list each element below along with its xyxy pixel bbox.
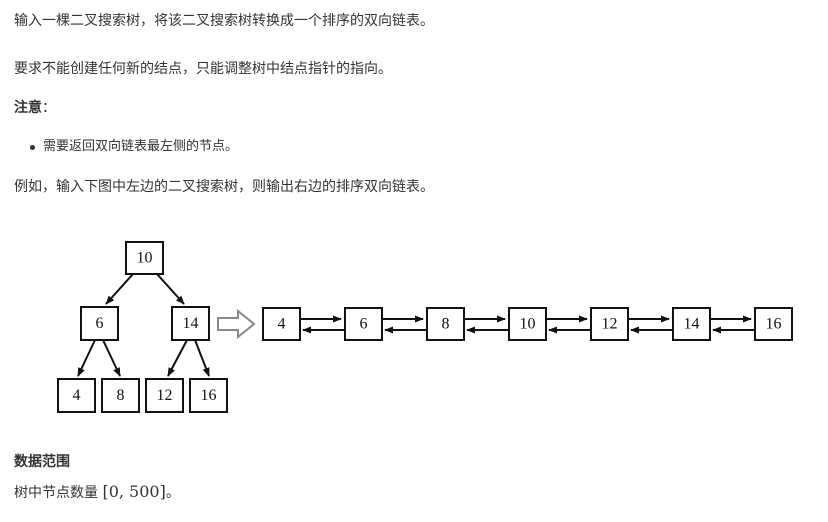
watermark: 知乎 @Ares xyxy=(678,478,803,502)
range-suffix: 。 xyxy=(165,485,180,501)
tree-edge xyxy=(167,339,188,377)
bst-to-list-figure: 10 6 14 4 8 12 16 xyxy=(57,241,793,413)
tree-node-right-left: 12 xyxy=(145,378,184,413)
tree-node-left-left: 4 xyxy=(57,378,96,413)
list-node-label: 10 xyxy=(520,316,536,333)
tree-edge xyxy=(102,339,121,377)
list-node-label: 4 xyxy=(278,316,286,333)
tree-node-label: 10 xyxy=(137,250,153,267)
list-node: 6 xyxy=(344,307,383,341)
note-item: 需要返回双向链表最左侧的节点。 xyxy=(43,139,239,154)
bullet-icon xyxy=(30,145,35,150)
tree-node-label: 8 xyxy=(117,387,125,404)
tree-edge xyxy=(105,273,134,305)
tree-node-label: 14 xyxy=(183,315,199,332)
list-node-label: 12 xyxy=(602,316,618,333)
tree-node-left: 6 xyxy=(80,306,119,341)
tree-edge xyxy=(77,339,96,377)
linked-list: 4 6 8 10 12 14 xyxy=(262,307,793,341)
list-node: 12 xyxy=(590,307,629,341)
example-text: 例如，输入下图中左边的二叉搜索树，则输出右边的排序双向链表。 xyxy=(14,179,434,195)
list-node: 8 xyxy=(426,307,465,341)
tree-edges xyxy=(77,273,210,377)
list-node: 16 xyxy=(754,307,793,341)
range-heading: 数据范围 xyxy=(14,454,70,470)
problem-statement: 输入一棵二叉搜索树，将该二叉搜索树转换成一个排序的双向链表。 xyxy=(14,13,434,29)
list-node-label: 8 xyxy=(442,316,450,333)
tree-node-label: 12 xyxy=(157,387,173,404)
list-node-label: 14 xyxy=(684,316,700,333)
tree-node-right: 14 xyxy=(171,306,210,341)
note-colon: ： xyxy=(42,100,56,116)
tree-node-left-right: 8 xyxy=(101,378,140,413)
range-value: [0, 500] xyxy=(102,482,166,501)
note-heading: 注意： xyxy=(14,98,56,118)
transform-arrow-icon xyxy=(217,308,256,340)
tree-node-label: 16 xyxy=(201,387,217,404)
list-node-label: 6 xyxy=(360,316,368,333)
problem-constraint: 要求不能创建任何新的结点，只能调整树中结点指针的指向。 xyxy=(14,61,392,77)
list-node: 4 xyxy=(262,307,301,341)
list-node: 10 xyxy=(508,307,547,341)
list-links xyxy=(300,315,754,334)
tree-node-right-right: 16 xyxy=(189,378,228,413)
note-title: 注意 xyxy=(14,100,42,116)
list-node-label: 16 xyxy=(766,316,782,333)
tree-node-root: 10 xyxy=(125,241,164,275)
tree-edge xyxy=(156,273,185,305)
tree-edge xyxy=(194,339,210,377)
range-prefix: 树中节点数量 xyxy=(14,485,103,501)
range-text: 树中节点数量 [0, 500]。 xyxy=(14,482,180,503)
list-node: 14 xyxy=(672,307,711,341)
tree-node-label: 6 xyxy=(96,315,104,332)
tree-node-label: 4 xyxy=(73,387,81,404)
